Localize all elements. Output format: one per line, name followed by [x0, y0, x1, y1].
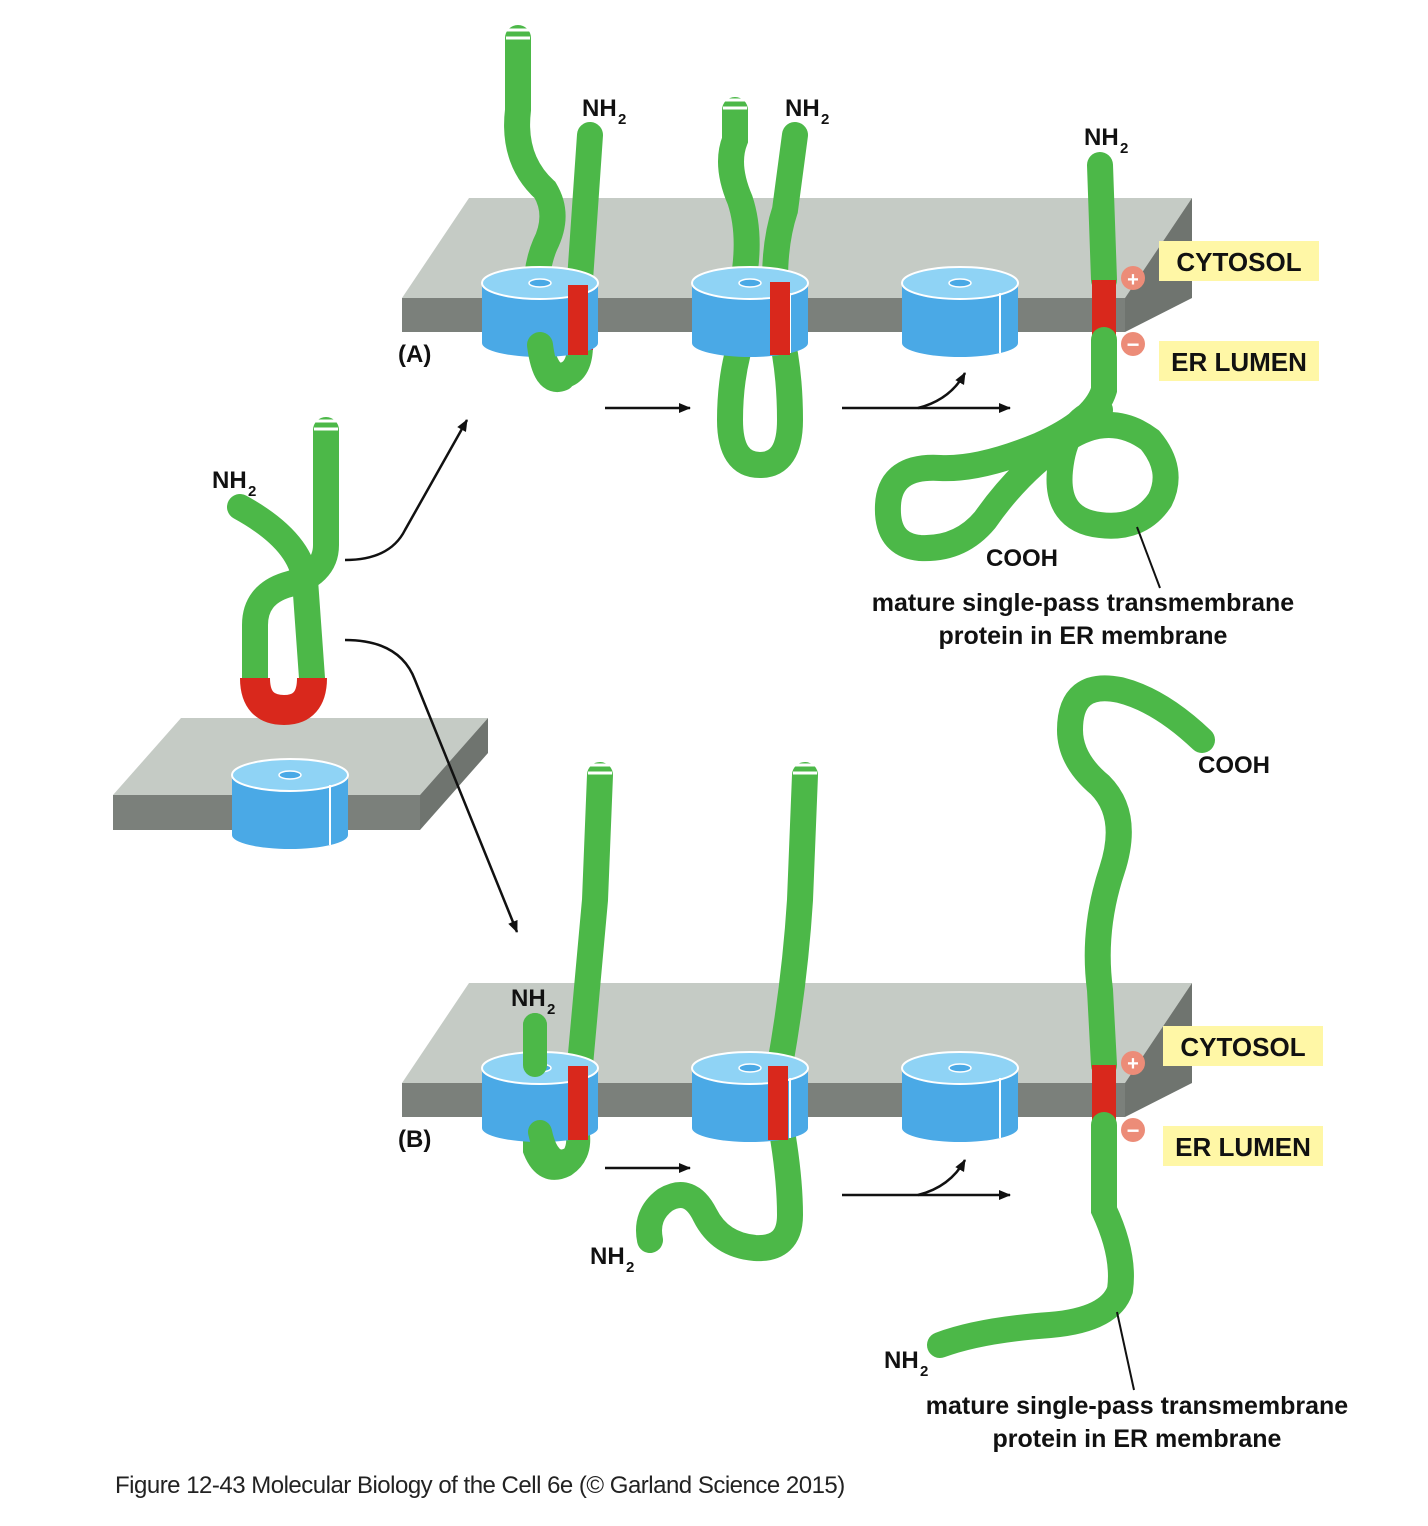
- svg-text:NH: NH: [212, 467, 247, 494]
- mature-caption-b-line2: protein in ER membrane: [993, 1425, 1282, 1453]
- svg-text:NH: NH: [582, 95, 617, 122]
- translocon-initial: [231, 758, 349, 850]
- svg-text:−: −: [1127, 1118, 1140, 1143]
- svg-text:NH: NH: [1084, 124, 1119, 151]
- arrows-a: [344, 372, 1011, 562]
- svg-text:2: 2: [626, 1259, 634, 1276]
- truncation-mark: [506, 28, 530, 40]
- svg-text:CYTOSOL: CYTOSOL: [1176, 247, 1301, 277]
- svg-text:NH: NH: [511, 985, 546, 1012]
- svg-text:+: +: [1127, 269, 1139, 291]
- er-lumen-label-b: ER LUMEN: [1163, 1126, 1323, 1166]
- er-lumen-label-a: ER LUMEN: [1159, 341, 1319, 381]
- initial-nascent-protein: [227, 417, 339, 726]
- translocon-b2: [691, 1051, 809, 1143]
- mature-caption-b-line1: mature single-pass transmembrane: [926, 1392, 1348, 1420]
- svg-text:NH: NH: [884, 1347, 919, 1374]
- arrows-b: [344, 638, 1011, 1200]
- cytosol-label-b: CYTOSOL: [1163, 1026, 1323, 1066]
- charge-plus-b: +: [1121, 1051, 1145, 1075]
- svg-text:ER LUMEN: ER LUMEN: [1171, 347, 1307, 377]
- charge-minus-a: −: [1121, 332, 1145, 357]
- svg-text:+: +: [1127, 1053, 1139, 1075]
- mature-protein-b: [927, 675, 1215, 1358]
- mature-caption-a-line1: mature single-pass transmembrane: [872, 589, 1294, 617]
- leader-line-b: [1116, 1311, 1135, 1391]
- svg-text:CYTOSOL: CYTOSOL: [1180, 1032, 1305, 1062]
- protein-b-stage1-front: [523, 1013, 588, 1174]
- truncation-mark: [588, 763, 612, 775]
- svg-text:2: 2: [618, 111, 626, 128]
- cytosol-label-a: CYTOSOL: [1159, 241, 1319, 281]
- svg-text:2: 2: [547, 1001, 555, 1018]
- charge-plus-a: +: [1121, 266, 1145, 291]
- svg-text:NH: NH: [785, 95, 820, 122]
- panel-label-a: (A): [398, 341, 431, 368]
- translocon-a3: [901, 266, 1019, 358]
- mature-caption-a-line2: protein in ER membrane: [939, 622, 1228, 650]
- protein-a-stage1-front: [527, 285, 588, 392]
- charge-minus-b: −: [1121, 1118, 1145, 1143]
- figure-caption: Figure 12-43 Molecular Biology of the Ce…: [115, 1472, 845, 1499]
- translocon-a2: [691, 266, 809, 358]
- svg-text:2: 2: [821, 111, 829, 128]
- svg-text:NH: NH: [590, 1243, 625, 1270]
- svg-text:−: −: [1127, 332, 1140, 357]
- svg-text:2: 2: [248, 483, 256, 500]
- truncation-mark: [723, 98, 747, 110]
- mature-protein-a: [874, 152, 1179, 562]
- panel-label-b: (B): [398, 1126, 431, 1153]
- svg-text:ER LUMEN: ER LUMEN: [1175, 1132, 1311, 1162]
- svg-text:2: 2: [920, 1363, 928, 1380]
- cooh-label-b: COOH: [1198, 752, 1270, 779]
- cooh-label-a: COOH: [986, 545, 1058, 572]
- leader-line-a: [1136, 526, 1161, 589]
- protein-b-stage2: [636, 762, 818, 1262]
- svg-text:2: 2: [1120, 140, 1128, 157]
- truncation-mark: [314, 419, 338, 431]
- truncation-mark: [793, 763, 817, 775]
- translocon-b3: [901, 1051, 1019, 1143]
